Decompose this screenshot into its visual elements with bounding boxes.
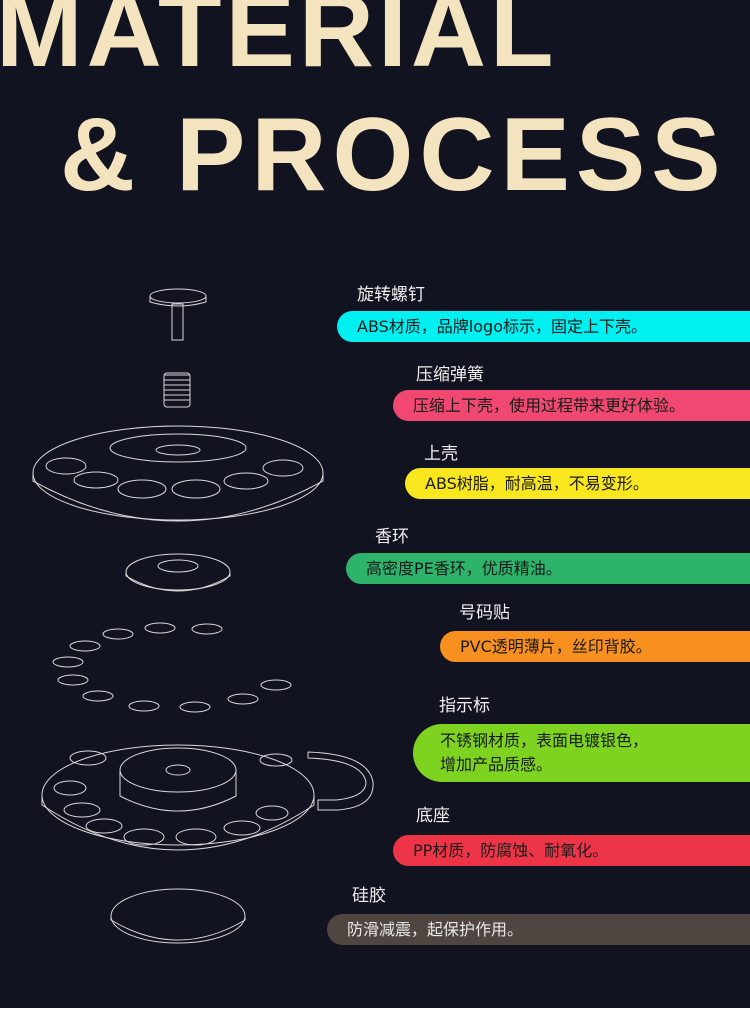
part-desc-number-sticker: PVC透明薄片，丝印背胶。 [440, 631, 750, 662]
scent-ring-illustration [125, 553, 231, 592]
part-desc-silicone: 防滑减震，起保护作用。 [327, 914, 750, 945]
desc-text: PP材质，防腐蚀、耐氧化。 [413, 840, 609, 860]
desc-text: 高密度PE香环，优质精油。 [366, 558, 562, 578]
exploded-view-illustration [32, 288, 374, 944]
base-illustration [41, 744, 315, 851]
desc-text: ABS材质，品牌logo标示，固定上下壳。 [357, 316, 647, 336]
screw-illustration [149, 288, 207, 341]
part-desc-upper-shell: ABS树脂，耐高温，不易变形。 [405, 468, 750, 499]
part-name-silicone: 硅胶 [352, 886, 386, 906]
part-name-screw: 旋转螺钉 [357, 285, 425, 305]
spring-illustration [163, 372, 191, 408]
bottom-strip [0, 1008, 750, 1016]
part-name-base: 底座 [416, 806, 450, 826]
silicone-pad-illustration [110, 888, 246, 944]
number-stickers-illustration [52, 622, 292, 713]
desc-text: ABS树脂，耐高温，不易变形。 [425, 473, 649, 493]
title-process: & PROCESS [60, 97, 727, 213]
part-name-scent-ring: 香环 [375, 527, 409, 547]
part-desc-spring: 压缩上下壳，使用过程带来更好体验。 [393, 390, 750, 421]
part-desc-base: PP材质，防腐蚀、耐氧化。 [393, 835, 750, 866]
part-name-upper-shell: 上壳 [424, 444, 458, 464]
part-name-indicator: 指示标 [439, 696, 490, 716]
desc-text: PVC透明薄片，丝印背胶。 [460, 636, 652, 656]
desc-text-line2: 增加产品质感。 [440, 755, 553, 774]
indicator-illustration [307, 751, 374, 811]
desc-text: 防滑减震，起保护作用。 [347, 919, 524, 939]
part-name-number-sticker: 号码贴 [459, 603, 510, 623]
part-name-spring: 压缩弹簧 [416, 365, 484, 385]
desc-text: 不锈钢材质，表面电镀银色， [440, 731, 649, 750]
upper-shell-illustration [32, 425, 324, 522]
desc-text: 压缩上下壳，使用过程带来更好体验。 [413, 395, 686, 415]
part-desc-screw: ABS材质，品牌logo标示，固定上下壳。 [337, 311, 750, 342]
part-desc-indicator: 不锈钢材质，表面电镀银色， 增加产品质感。 [413, 724, 750, 782]
title-material: MATERIAL [0, 0, 558, 89]
part-desc-scent-ring: 高密度PE香环，优质精油。 [346, 553, 750, 584]
